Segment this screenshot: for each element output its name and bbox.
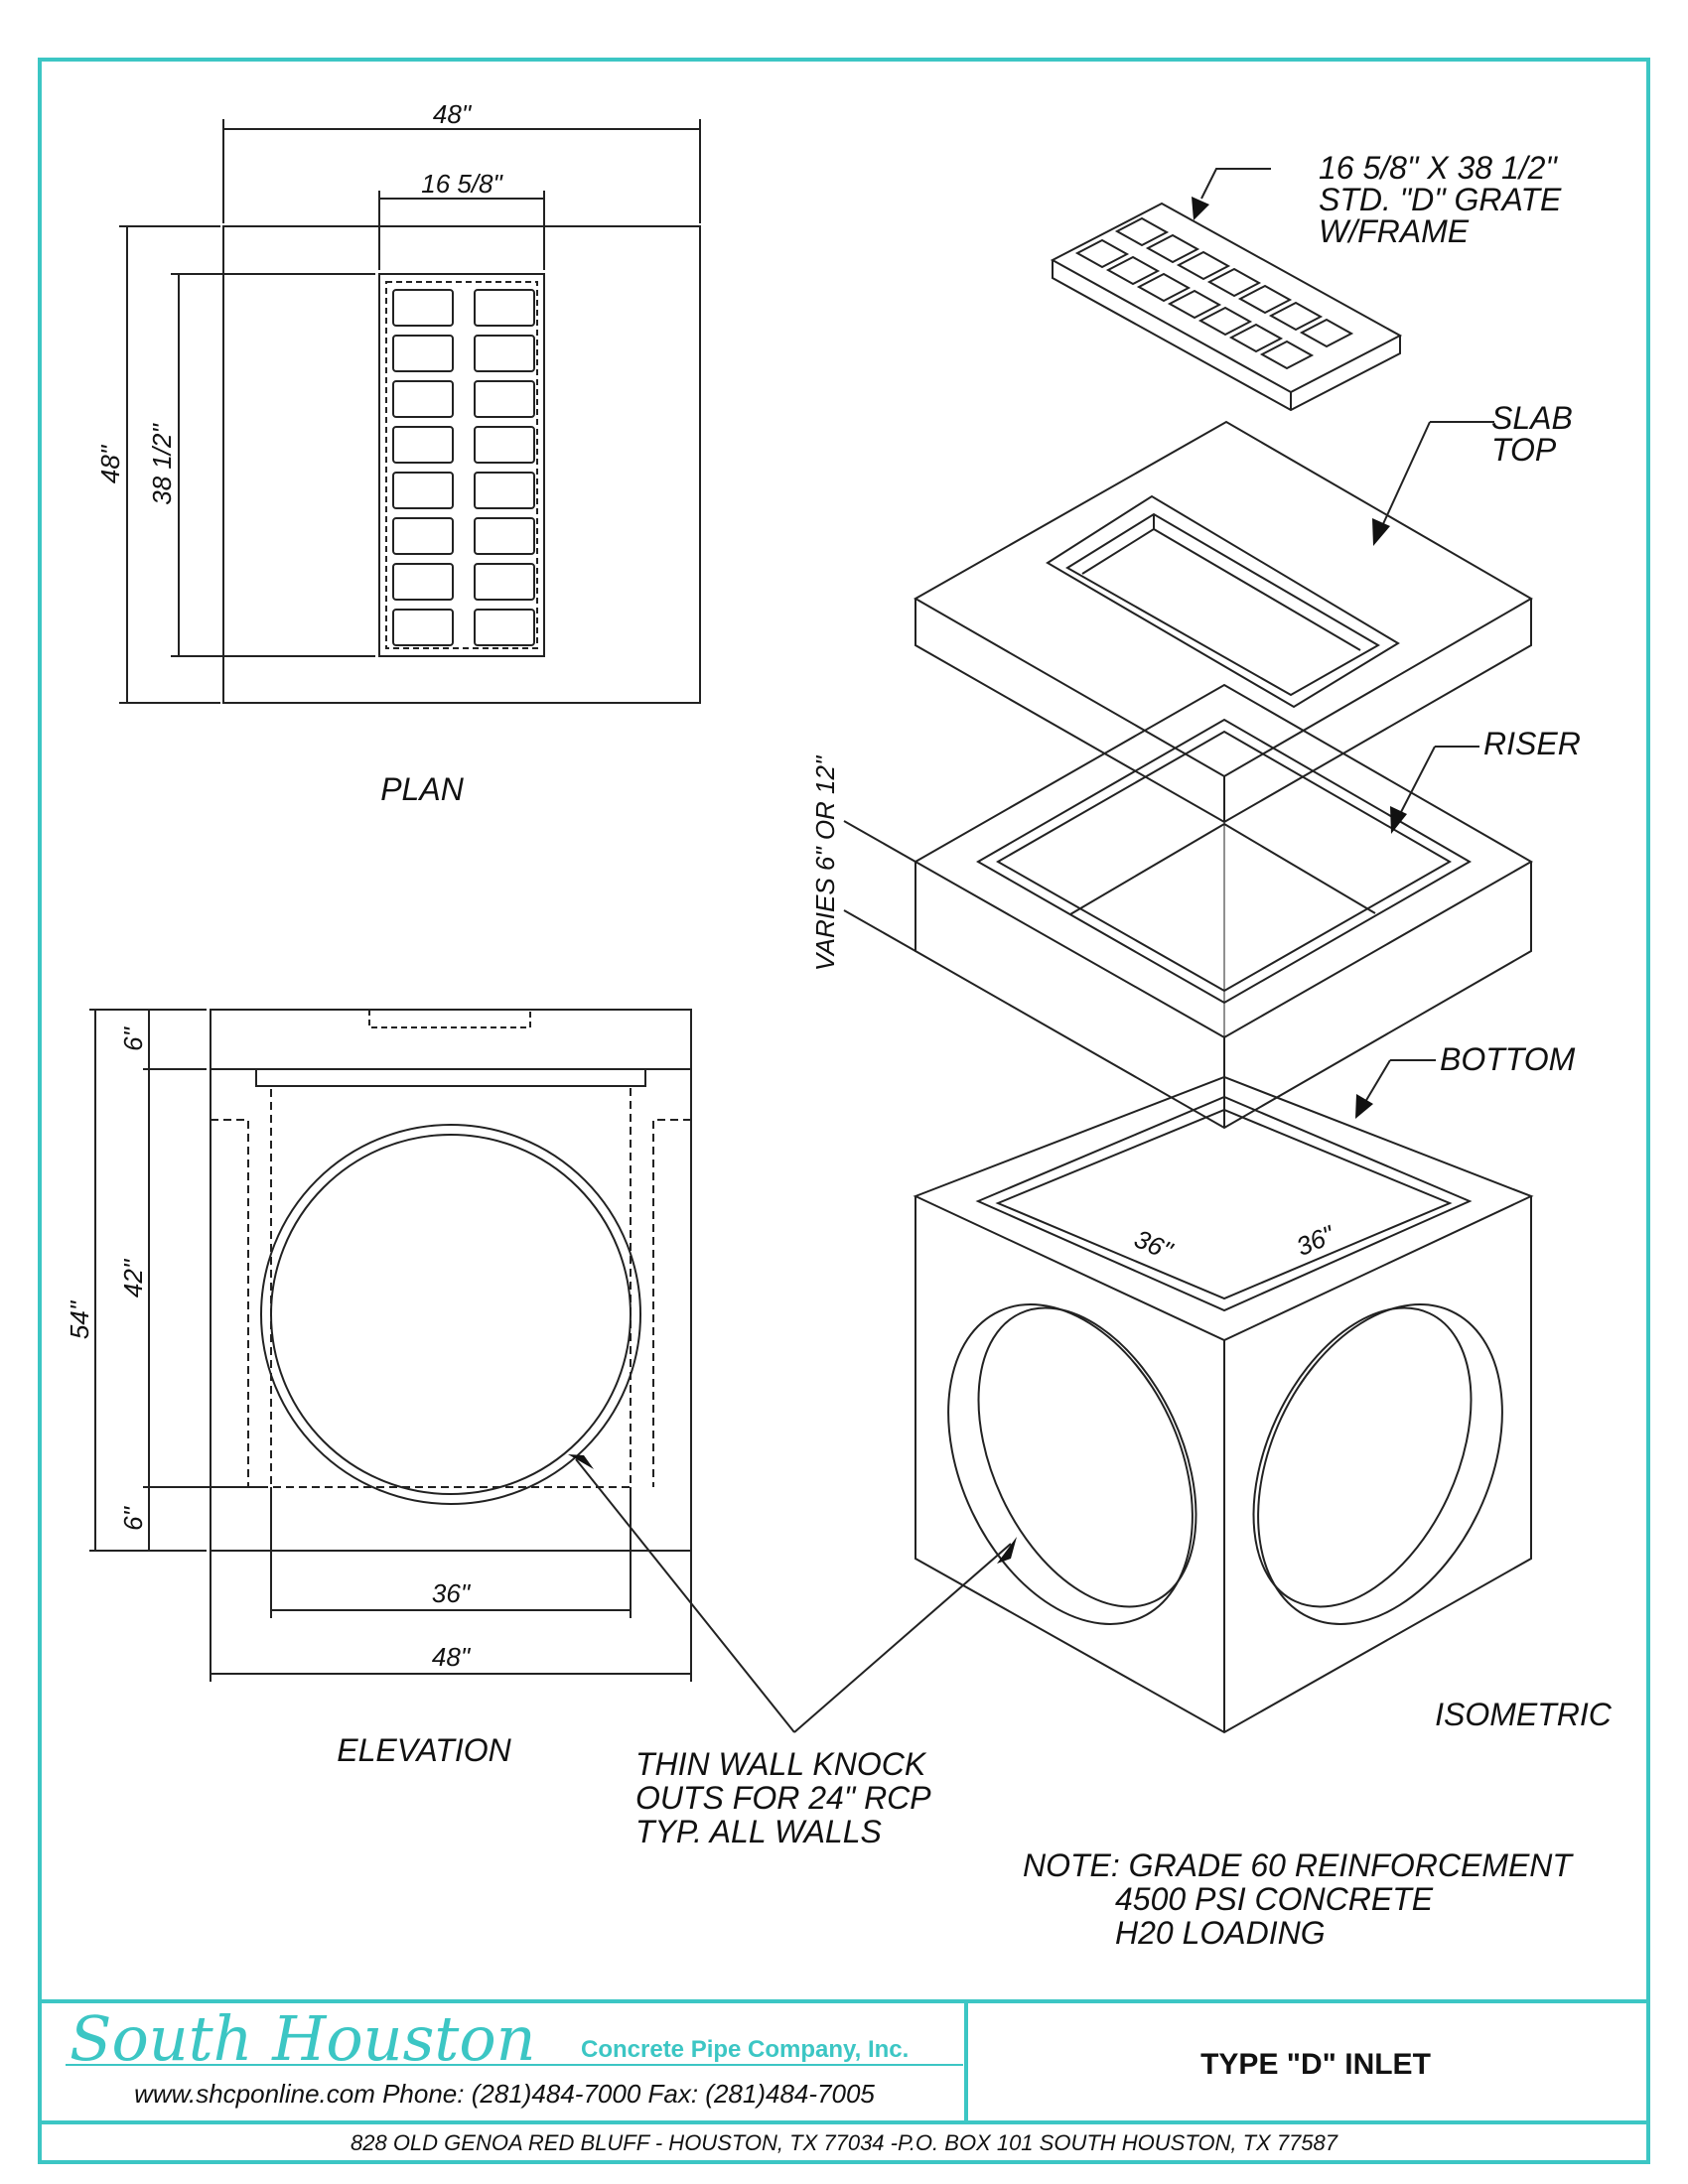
plan-dim-grate-width: 16 5/8" <box>421 169 503 199</box>
riser-callout: RISER <box>1483 726 1581 761</box>
bottom-callout: BOTTOM <box>1440 1041 1576 1077</box>
elevation-outline <box>210 1009 692 1552</box>
iso-grate-slot <box>1145 233 1200 264</box>
iso-grate-slot <box>1259 340 1315 370</box>
iso-dim-right: 36" <box>1292 1219 1339 1262</box>
plan-grate-slot <box>392 335 454 372</box>
iso-grate-slot <box>1136 272 1192 303</box>
plan-grate-slot <box>474 426 535 464</box>
plan-grate-slot <box>392 289 454 327</box>
plan-grate-slot <box>474 563 535 601</box>
plan-dim-height: 48" <box>95 444 125 483</box>
plan-grate-slot <box>392 426 454 464</box>
iso-grate-slot <box>1105 255 1161 286</box>
general-note: NOTE: GRADE 60 REINFORCEMENT 4500 PSI CO… <box>1023 1847 1581 1951</box>
plan-view <box>119 119 701 704</box>
elevation-dim-top: 6" <box>118 1025 148 1050</box>
iso-grate-slot <box>1237 284 1293 315</box>
iso-grate-slot <box>1167 289 1222 320</box>
plan-grate-slots <box>392 289 535 646</box>
plan-view-label: PLAN <box>380 771 464 807</box>
leader-arrowheads <box>568 197 1407 1564</box>
iso-knockout-right <box>1257 1303 1503 1625</box>
plan-outline <box>222 225 701 704</box>
plan-grate-slot <box>392 517 454 555</box>
elevation-dim-mid: 42" <box>118 1258 148 1297</box>
knockout-callout: THIN WALL KNOCK OUTS FOR 24" RCP TYP. AL… <box>635 1746 938 1849</box>
iso-riser <box>913 683 1534 1130</box>
sheet-border <box>38 58 1650 2164</box>
iso-grate-slot <box>1228 323 1284 353</box>
brand-logo: South Houston <box>70 2002 536 2075</box>
plan-grate-slot <box>474 289 535 327</box>
contact-info: www.shcponline.com Phone: (281)484-7000 … <box>134 2079 875 2109</box>
plan-dim-grate-length: 38 1/2" <box>147 422 177 504</box>
iso-grate-slot <box>1299 318 1354 348</box>
plan-grate-slot <box>474 380 535 418</box>
elevation-dim-total: 54" <box>65 1299 94 1339</box>
iso-grate-slot <box>1074 238 1130 269</box>
elevation-knockout-outer <box>260 1124 641 1505</box>
elevation-dim-inner: 36" <box>432 1578 472 1608</box>
plan-grate-slot <box>392 380 454 418</box>
varies-dim: VARIES 6" OR 12" <box>810 754 840 971</box>
plan-grate-slot <box>392 563 454 601</box>
isometric-view-label: ISOMETRIC <box>1435 1697 1613 1732</box>
title-block <box>40 1999 1648 2124</box>
grate-callout: 16 5/8" X 38 1/2" STD. "D" GRATE W/FRAME <box>1319 150 1570 249</box>
iso-grate-slot <box>1197 306 1253 337</box>
iso-grate <box>1050 202 1403 412</box>
elevation-view-label: ELEVATION <box>337 1732 511 1768</box>
elevation-view <box>89 1009 692 1682</box>
drawing-title: TYPE "D" INLET <box>1200 2048 1431 2081</box>
plan-grate-inner <box>385 281 538 649</box>
plan-grate-slot <box>474 517 535 555</box>
elevation-knockout-inner <box>270 1134 632 1495</box>
plan-grate-slot <box>392 472 454 509</box>
iso-dim-left: 36" <box>1130 1223 1178 1266</box>
elevation-dim-outer: 48" <box>432 1642 472 1672</box>
plan-grate-frame <box>378 273 545 657</box>
isometric-view <box>843 168 1534 1734</box>
plan-grate-slot <box>474 335 535 372</box>
address-line: 828 OLD GENOA RED BLUFF - HOUSTON, TX 77… <box>351 2130 1338 2155</box>
slab-top-callout: SLAB TOP <box>1491 400 1582 468</box>
knockout-leaders <box>575 1458 1012 1733</box>
iso-slab-top <box>913 420 1533 824</box>
iso-bottom <box>913 1075 1534 1734</box>
iso-grate-slot <box>1206 267 1262 298</box>
iso-grate-slot <box>1268 301 1324 332</box>
company-name: Concrete Pipe Company, Inc. <box>581 2036 909 2063</box>
plan-grate-slot <box>474 472 535 509</box>
iso-grate-slot <box>1176 250 1231 281</box>
plan-dim-width: 48" <box>433 99 473 129</box>
iso-grate-slot <box>1114 216 1170 247</box>
plan-grate-slot <box>392 609 454 646</box>
elevation-dim-bottom: 6" <box>118 1505 148 1530</box>
iso-knockout-left <box>947 1303 1194 1625</box>
plan-grate-slot <box>474 609 535 646</box>
elevation-inner-chamber <box>270 1085 632 1488</box>
